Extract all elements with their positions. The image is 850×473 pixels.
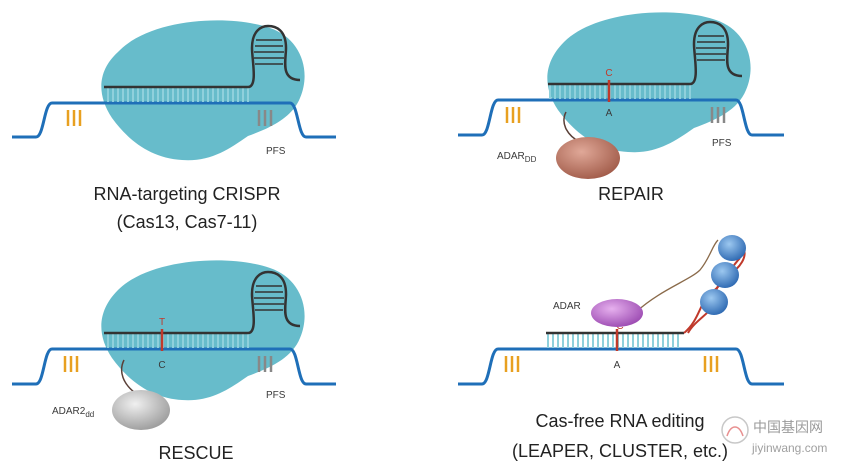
guide-hairpin-rungs: [696, 35, 726, 61]
enzyme-label: ADAR2dd: [52, 406, 94, 419]
pfs-label: PFS: [266, 390, 286, 401]
guide-rna-rungs: [549, 85, 691, 99]
flanking-sequence-marks: [505, 107, 521, 123]
caption-line-2: (Cas13, Cas7-11): [117, 212, 258, 232]
pfs-label: PFS: [266, 146, 286, 157]
watermark-logo-icon: [721, 416, 749, 444]
adar2-dd-enzyme: [112, 390, 170, 430]
guide-rna-rungs: [107, 334, 249, 348]
flanking-sequence-marks: [63, 356, 79, 372]
target-rna-strand: [12, 101, 336, 139]
edit-base-top: T: [159, 317, 165, 328]
target-rna-strand: [458, 98, 784, 137]
guide-rna-strand: [548, 20, 743, 86]
watermark-url: jiyinwang.com: [751, 441, 827, 455]
watermark: 中国基因网 jiyinwang.com: [721, 416, 827, 455]
caption: RESCUE: [158, 443, 233, 463]
flanking-sequence-marks: [504, 356, 719, 372]
guide-hairpin-rungs: [254, 39, 284, 65]
mrna-tether: [635, 239, 719, 313]
panel-cas-free: C A ADAR Cas-free RNA editing (LEAPER, C…: [458, 235, 784, 461]
caption-line-1: RNA-targeting CRISPR: [93, 184, 280, 204]
pfs-marks: [710, 107, 726, 123]
edit-base-bottom: A: [614, 360, 621, 371]
panel-rescue: T C PFS ADAR2dd RESCUE: [12, 260, 336, 463]
enzyme-linker: [120, 359, 135, 393]
guide-rna-rungs: [107, 88, 249, 102]
ribosome-3: [718, 235, 746, 261]
caption-line-2: (LEAPER, CLUSTER, etc.): [512, 441, 728, 461]
watermark-logo-mark: [726, 426, 744, 437]
adar-enzyme: [591, 299, 643, 327]
guide-rna-strand: [104, 270, 301, 335]
cas-protein: [101, 260, 305, 401]
target-rna-strand: [12, 347, 336, 386]
edit-base-bottom: C: [158, 360, 165, 371]
ribosome-2: [711, 262, 739, 288]
guide-rna-strand: [104, 24, 301, 89]
edit-base-top: C: [605, 68, 612, 79]
panel-repair: C A PFS ADARDD REPAIR: [458, 12, 784, 204]
cas-protein: [547, 12, 751, 153]
guide-rna-rungs: [547, 334, 679, 348]
pfs-marks: [257, 356, 273, 372]
pfs-label: PFS: [712, 138, 732, 149]
enzyme-label: ADAR: [553, 301, 581, 312]
adar-dd-enzyme: [556, 137, 620, 179]
caption: REPAIR: [598, 184, 664, 204]
panel-rna-targeting-crispr: PFS RNA-targeting CRISPR (Cas13, Cas7-11…: [12, 20, 336, 232]
caption-line-1: Cas-free RNA editing: [535, 411, 704, 431]
edit-base-bottom: A: [606, 108, 613, 119]
ribosome-1: [700, 289, 728, 315]
pfs-marks: [257, 110, 273, 126]
enzyme-label: ADARDD: [497, 151, 537, 164]
flanking-sequence-marks: [66, 110, 82, 126]
watermark-cn-text: 中国基因网: [753, 419, 823, 435]
guide-hairpin-rungs: [254, 285, 284, 311]
